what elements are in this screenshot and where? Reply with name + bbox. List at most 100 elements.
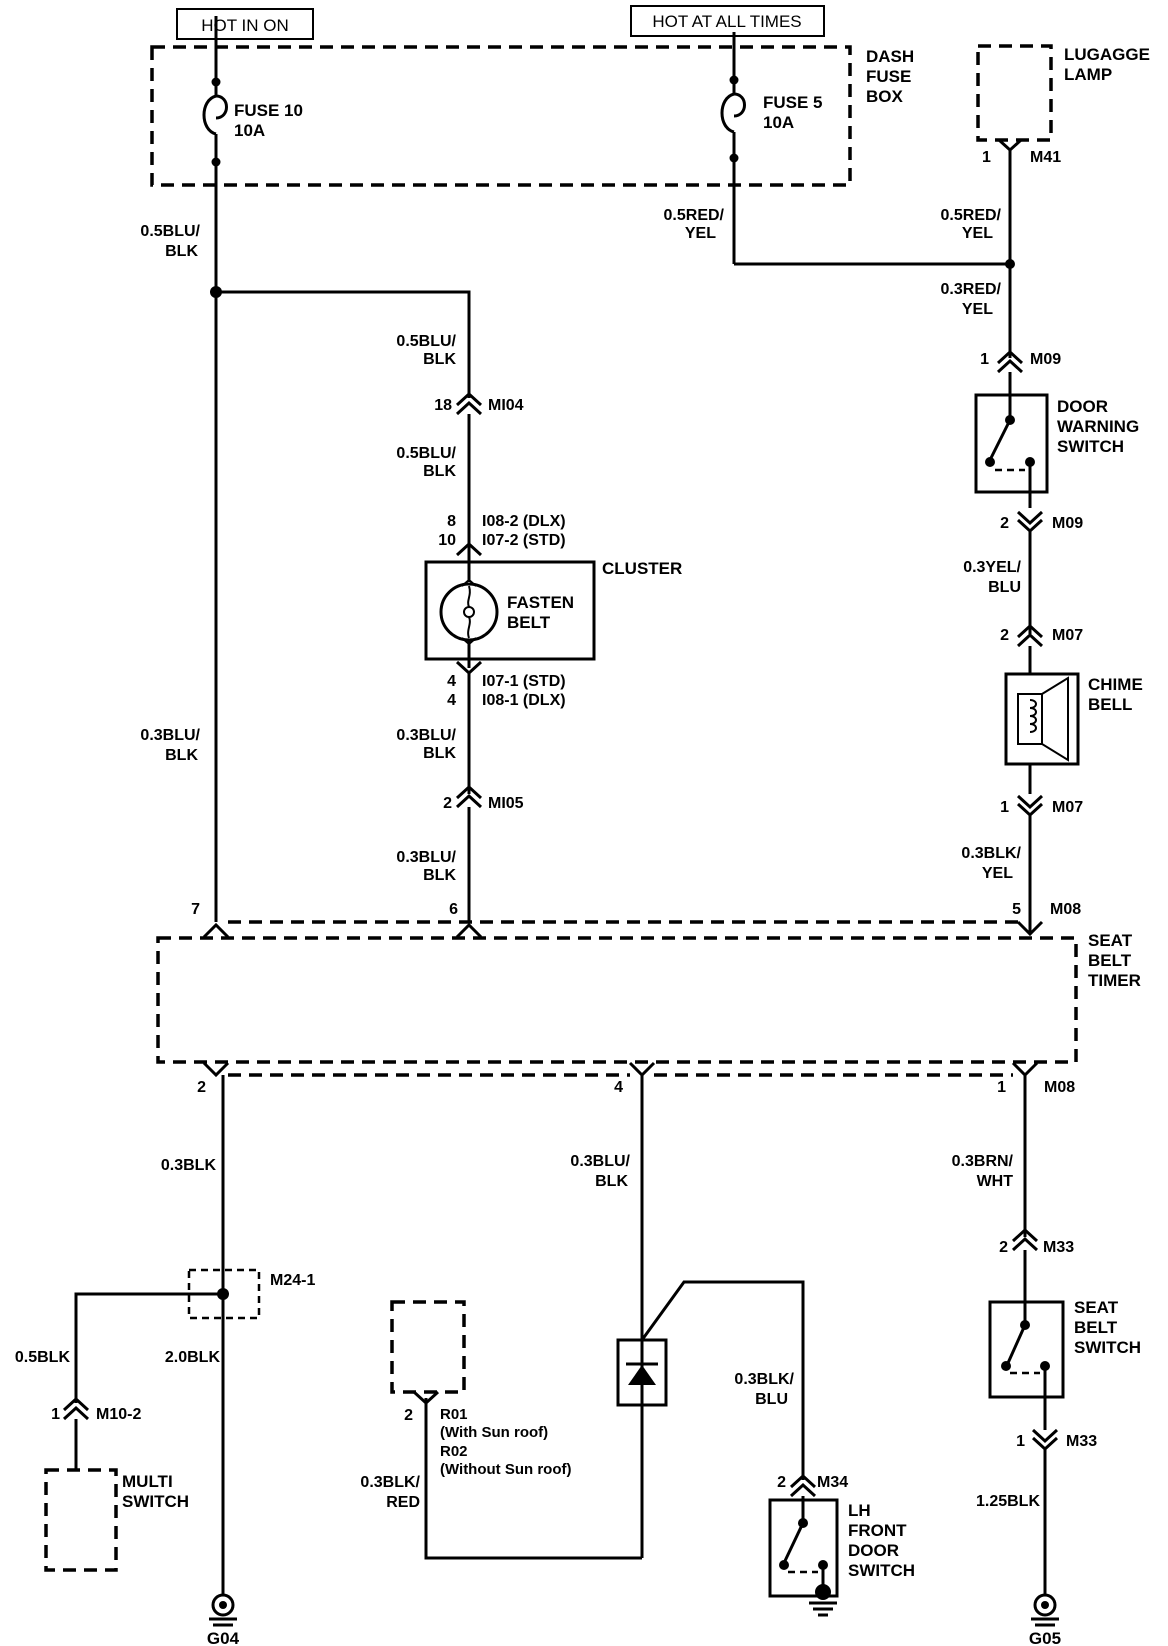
connector-m09-bottom: 2 M09 — [1000, 492, 1083, 534]
svg-text:BLK: BLK — [423, 745, 456, 762]
svg-text:I07-2 (STD): I07-2 (STD) — [482, 532, 566, 549]
svg-text:HOT IN ON: HOT IN ON — [201, 16, 289, 35]
svg-text:LH: LH — [848, 1501, 871, 1520]
svg-text:FASTEN: FASTEN — [507, 593, 574, 612]
svg-text:BELT: BELT — [507, 613, 551, 632]
svg-text:0.3BLK: 0.3BLK — [161, 1157, 217, 1174]
svg-text:0.3BLU/: 0.3BLU/ — [396, 849, 456, 866]
connector-m07-bottom: 1 M07 — [1000, 794, 1083, 818]
svg-text:LUGAGGE: LUGAGGE — [1064, 45, 1150, 64]
svg-text:MI05: MI05 — [488, 795, 524, 812]
svg-text:0.3RED/: 0.3RED/ — [941, 281, 1002, 298]
svg-text:YEL: YEL — [982, 865, 1013, 882]
svg-text:SWITCH: SWITCH — [1074, 1338, 1141, 1357]
svg-text:BOX: BOX — [866, 87, 904, 106]
svg-text:TIMER: TIMER — [1088, 971, 1141, 990]
svg-text:4: 4 — [614, 1079, 623, 1096]
svg-text:M09: M09 — [1030, 351, 1061, 368]
svg-text:2: 2 — [197, 1079, 206, 1096]
svg-text:1: 1 — [982, 149, 991, 166]
svg-text:1: 1 — [980, 351, 989, 368]
svg-text:HOT AT ALL TIMES: HOT AT ALL TIMES — [652, 12, 801, 31]
svg-text:DASH: DASH — [866, 47, 914, 66]
svg-text:1.25BLK: 1.25BLK — [976, 1493, 1040, 1510]
svg-text:WHT: WHT — [977, 1173, 1014, 1190]
svg-text:8: 8 — [447, 513, 456, 530]
fasten-belt-lamp: FASTEN BELT — [439, 556, 574, 668]
svg-text:0.5BLK: 0.5BLK — [15, 1349, 71, 1366]
svg-text:0.5RED/: 0.5RED/ — [664, 207, 725, 224]
svg-text:M10-2: M10-2 — [96, 1406, 141, 1423]
svg-text:BLU: BLU — [755, 1391, 788, 1408]
svg-text:M07: M07 — [1052, 799, 1083, 816]
svg-text:G04: G04 — [207, 1629, 240, 1646]
svg-text:BLK: BLK — [423, 351, 456, 368]
wire-cluster-to-mi05: 0.3BLU/ BLK — [396, 673, 471, 794]
chime-bell: CHIME BELL — [1004, 646, 1143, 794]
svg-text:M09: M09 — [1052, 515, 1083, 532]
svg-text:M41: M41 — [1030, 149, 1061, 166]
svg-text:BELT: BELT — [1074, 1318, 1118, 1337]
seat-belt-switch: SEAT BELT SWITCH — [988, 1250, 1141, 1430]
svg-text:0.3BLU/: 0.3BLU/ — [396, 727, 456, 744]
svg-text:10A: 10A — [763, 113, 794, 132]
svg-text:SWITCH: SWITCH — [1057, 437, 1124, 456]
svg-text:DOOR: DOOR — [848, 1541, 899, 1560]
svg-text:CLUSTER: CLUSTER — [602, 559, 682, 578]
connector-m07-top: 2 M07 — [1000, 623, 1083, 648]
svg-text:M24-1: M24-1 — [270, 1272, 315, 1289]
svg-text:MULTI: MULTI — [122, 1472, 173, 1491]
wire-fuse5-to-door-warning: 0.5RED/ YEL 0.5RED/ YEL 0.3RED/ YEL — [664, 150, 1015, 358]
svg-text:I08-2 (DLX): I08-2 (DLX) — [482, 513, 566, 530]
connector-m34: 2 M34 — [777, 1473, 848, 1498]
svg-text:0.3BLU/: 0.3BLU/ — [570, 1153, 630, 1170]
svg-text:0.3BLK/: 0.3BLK/ — [734, 1371, 794, 1388]
instrument-cluster: CLUSTER — [424, 559, 682, 661]
svg-text:RED: RED — [386, 1494, 420, 1511]
svg-text:M33: M33 — [1043, 1239, 1074, 1256]
connector-r01-r02: 2 R01 (With Sun roof) R02 (Without Sun r… — [390, 1300, 571, 1478]
svg-text:BLK: BLK — [423, 463, 456, 480]
svg-text:YEL: YEL — [962, 225, 993, 242]
svg-text:0.3BLK/: 0.3BLK/ — [360, 1474, 420, 1491]
svg-text:10: 10 — [438, 532, 456, 549]
svg-text:BLK: BLK — [423, 867, 456, 884]
svg-text:SWITCH: SWITCH — [848, 1561, 915, 1580]
svg-text:0.5RED/: 0.5RED/ — [941, 207, 1002, 224]
svg-text:0.3BLU/: 0.3BLU/ — [140, 727, 200, 744]
svg-text:4: 4 — [447, 673, 456, 690]
svg-text:YEL: YEL — [962, 301, 993, 318]
connector-cluster-output: 4 4 I07-1 (STD) I08-1 (DLX) — [447, 660, 566, 709]
fuse-5: FUSE 5 10A — [720, 32, 823, 264]
wire-timer-pin4: 0.3BLU/ BLK — [570, 1075, 644, 1558]
wire-timer-pin1-to-m33: 0.3BRN/ WHT — [952, 1075, 1027, 1237]
svg-text:FUSE 5: FUSE 5 — [763, 93, 823, 112]
svg-text:7: 7 — [191, 901, 200, 918]
svg-text:FUSE 10: FUSE 10 — [234, 101, 303, 120]
wire-mi05-to-timer: 0.3BLU/ BLK — [396, 807, 471, 922]
wire-sunroof-to-diode: 0.3BLK/ RED — [360, 1398, 642, 1560]
multi-switch: MULTI SWITCH — [44, 1468, 189, 1572]
connector-mi04: 18 MI04 — [434, 391, 524, 416]
hot-in-on-label: HOT IN ON — [176, 8, 314, 40]
seat-belt-timer: SEAT BELT TIMER 7 6 5 M08 2 4 1 M08 — [156, 901, 1141, 1096]
svg-text:FUSE: FUSE — [866, 67, 911, 86]
svg-text:FRONT: FRONT — [848, 1521, 907, 1540]
svg-text:6: 6 — [449, 901, 458, 918]
svg-text:1: 1 — [51, 1406, 60, 1423]
dash-fuse-box: DASH FUSE BOX — [150, 45, 914, 187]
fuse-10: FUSE 10 10A — [202, 16, 303, 266]
svg-text:10A: 10A — [234, 121, 265, 140]
svg-text:2: 2 — [1000, 627, 1009, 644]
svg-text:1: 1 — [997, 1079, 1006, 1096]
connector-m09-top: 1 M09 — [980, 349, 1061, 374]
svg-text:0.5BLU/: 0.5BLU/ — [396, 333, 456, 350]
svg-text:BLK: BLK — [165, 747, 198, 764]
svg-text:1: 1 — [1016, 1433, 1025, 1450]
connector-m33-top: 2 M33 — [999, 1227, 1074, 1256]
connector-mi05: 2 MI05 — [443, 784, 524, 812]
svg-text:M08: M08 — [1044, 1079, 1075, 1096]
svg-text:SEAT: SEAT — [1074, 1298, 1119, 1317]
svg-text:LAMP: LAMP — [1064, 65, 1112, 84]
